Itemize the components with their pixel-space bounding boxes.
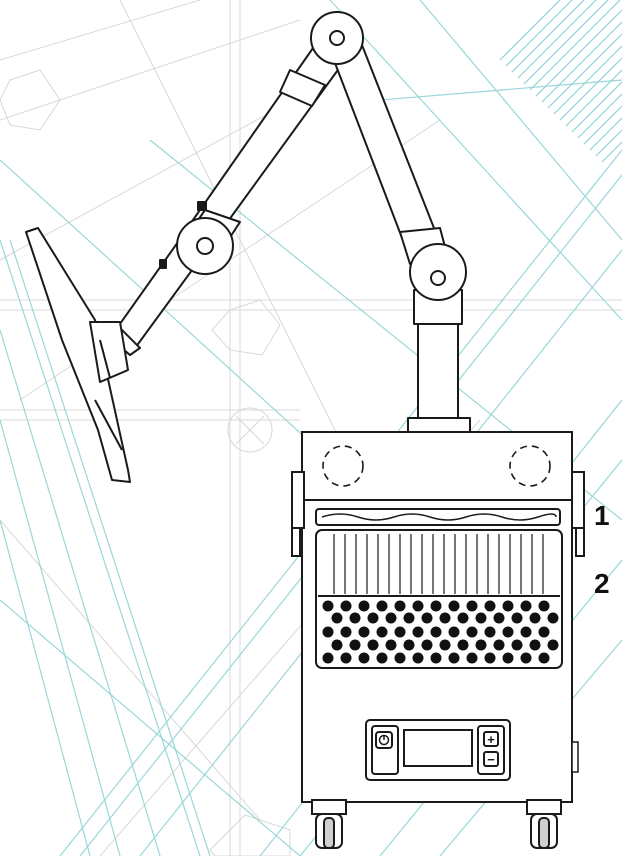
cabinet bbox=[291, 431, 585, 849]
extraction-arm bbox=[25, 11, 471, 483]
display-screen bbox=[403, 729, 473, 767]
plus-button-glyph: + bbox=[487, 732, 495, 747]
callout-2: 2 bbox=[594, 568, 610, 599]
corner-hatch bbox=[499, 0, 622, 163]
control-panel bbox=[365, 719, 579, 781]
minus-icon[interactable] bbox=[483, 751, 499, 767]
pre-filter bbox=[315, 508, 561, 526]
minus-button-glyph: − bbox=[487, 752, 495, 767]
caster-right bbox=[526, 799, 562, 849]
perforation-holes bbox=[322, 600, 559, 664]
plus-icon[interactable] bbox=[483, 731, 499, 747]
extraction-hood bbox=[25, 227, 131, 483]
power-icon[interactable] bbox=[375, 731, 393, 749]
latch-left[interactable] bbox=[291, 471, 305, 557]
callout-1: 1 bbox=[594, 500, 610, 531]
latch-right[interactable] bbox=[571, 471, 585, 557]
caster-left bbox=[311, 799, 347, 849]
